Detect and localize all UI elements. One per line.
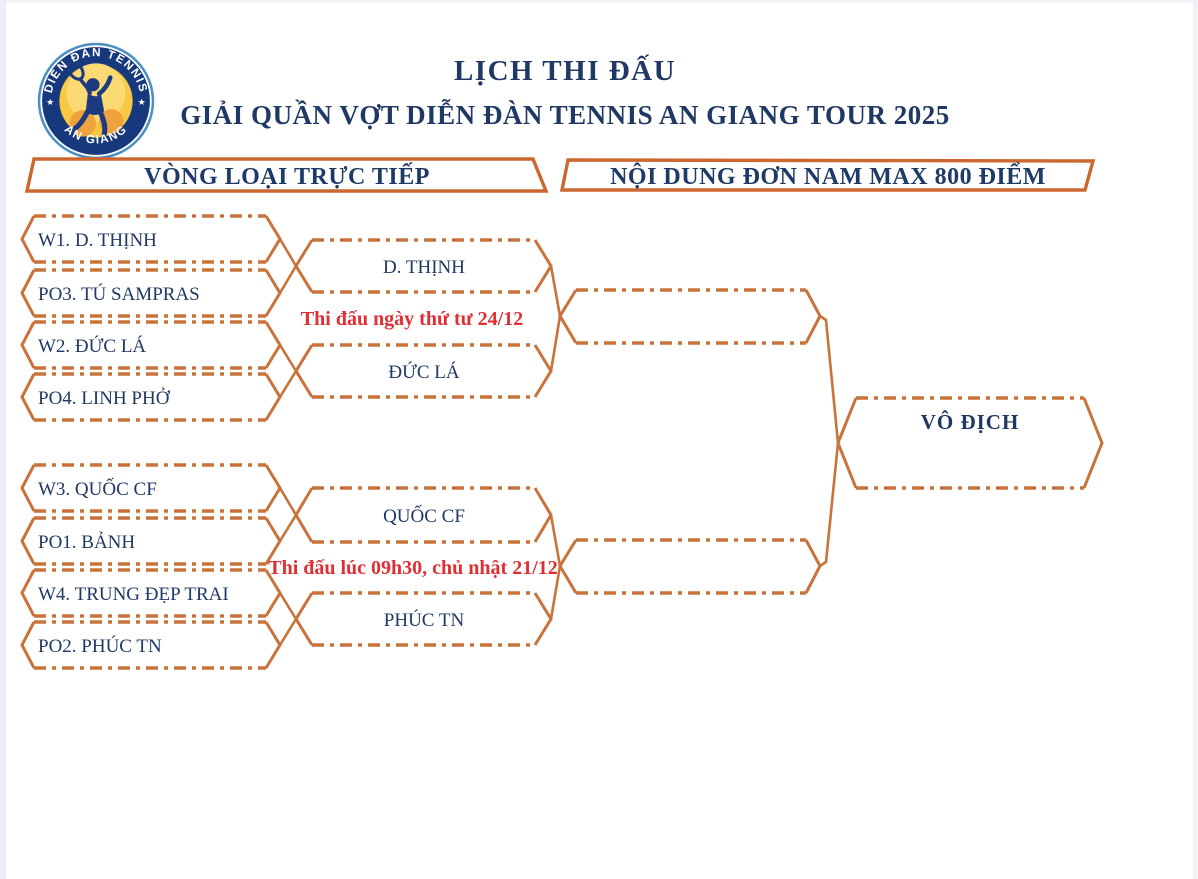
player-name: PO2. PHÚC TN xyxy=(38,635,162,657)
round1-slot-8: PO2. PHÚC TN xyxy=(20,620,282,670)
semifinal-slot-2 xyxy=(558,538,822,595)
page-title: LỊCH THI ĐẤU xyxy=(453,55,677,87)
page-edge-top xyxy=(0,0,1198,3)
banner-left-label: VÒNG LOẠI TRỰC TIẾP xyxy=(144,163,430,190)
page-subtitle: GIẢI QUẦN VỢT DIỄN ĐÀN TENNIS AN GIANG T… xyxy=(180,99,950,130)
round1-slot-6: PO1. BẢNH xyxy=(20,516,282,566)
round2-slot-3: QUỐC CF xyxy=(294,486,553,544)
round2-slot-4: PHÚC TN xyxy=(294,591,553,647)
round1-slot-4: PO4. LINH PHỞ xyxy=(20,372,282,422)
round2-slot-1: D. THỊNH xyxy=(294,238,553,294)
player-name: PO4. LINH PHỞ xyxy=(38,387,171,409)
round1-slot-1: W1. D. THỊNH xyxy=(20,214,282,264)
champion-label: VÔ ĐỊCH xyxy=(921,410,1020,434)
logo-star-left-icon: ★ xyxy=(46,97,54,107)
player-name: PO3. TÚ SAMPRAS xyxy=(38,283,200,305)
semifinal-slot-1 xyxy=(558,288,822,345)
winner-name: QUỐC CF xyxy=(383,505,465,527)
player-name: W1. D. THỊNH xyxy=(38,230,157,251)
player-name: PO1. BẢNH xyxy=(38,532,135,553)
tournament-logo: DIỄN ĐÀN TENNIS AN GIANG ★ ★ xyxy=(37,42,155,160)
banner-left-shape xyxy=(24,157,549,193)
banner-right-shape xyxy=(559,158,1096,192)
winner-name: D. THỊNH xyxy=(383,257,465,278)
round1-slot-5: W3. QUỐC CF xyxy=(20,463,282,513)
connectors-semifinal-final xyxy=(819,314,840,568)
connectors-round1-round2 xyxy=(278,238,298,646)
player-name: W2. ĐỨC LÁ xyxy=(38,335,146,357)
bracket-diagram: VÒNG LOẠI TRỰC TIẾP NỘI DUNG ĐƠN NAM MAX… xyxy=(20,157,1104,670)
connectors-round2-semifinal xyxy=(549,265,562,620)
winner-name: PHÚC TN xyxy=(384,609,465,631)
player-name: W3. QUỐC CF xyxy=(38,478,157,500)
tennis-player-silhouette xyxy=(66,60,113,138)
round2-slot-2: ĐỨC LÁ xyxy=(294,343,553,399)
match-note-upper: Thi đấu ngày thứ tư 24/12 xyxy=(301,308,523,330)
round1-slot-3: W2. ĐỨC LÁ xyxy=(20,320,282,370)
logo-star-right-icon: ★ xyxy=(138,97,146,107)
match-note-lower: Thi đấu lúc 09h30, chủ nhật 21/12 xyxy=(268,557,558,579)
banner-right-label: NỘI DUNG ĐƠN NAM MAX 800 ĐIỂM xyxy=(610,163,1046,190)
round1-slot-7: W4. TRUNG ĐẸP TRAI xyxy=(20,568,282,618)
page-edge-right xyxy=(1193,0,1198,879)
winner-name: ĐỨC LÁ xyxy=(388,361,459,383)
round1-slot-2: PO3. TÚ SAMPRAS xyxy=(20,268,282,318)
player-name: W4. TRUNG ĐẸP TRAI xyxy=(38,584,229,605)
header: LỊCH THI ĐẤU GIẢI QUẦN VỢT DIỄN ĐÀN TENN… xyxy=(140,55,990,131)
final-slot: VÔ ĐỊCH xyxy=(836,396,1104,490)
page-edge-left xyxy=(0,0,6,879)
